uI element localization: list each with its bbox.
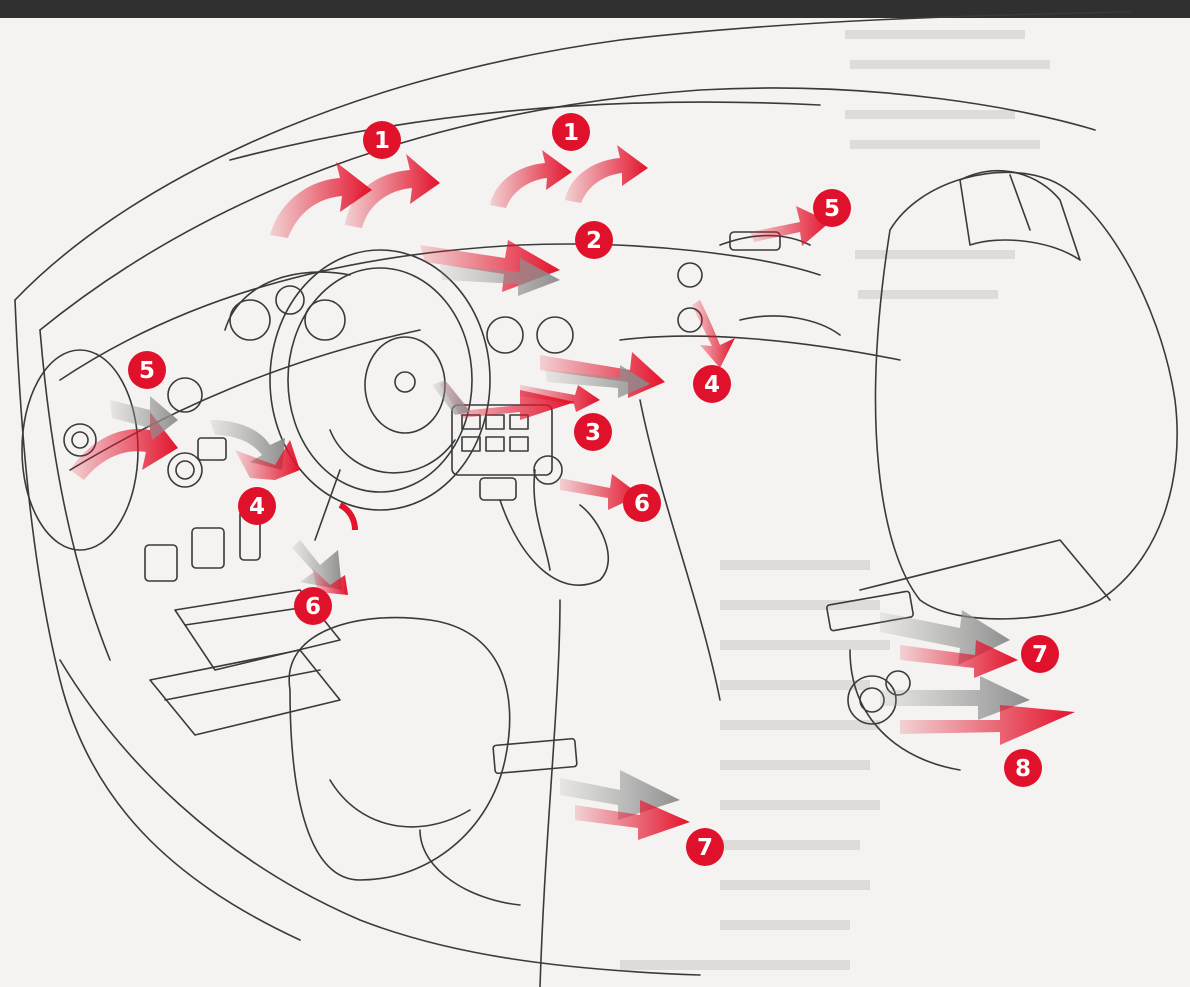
number-badges: 1 1 2 3 4 4 5 5 (128, 113, 1059, 866)
airflow-arrow-1b (345, 154, 440, 228)
badge-4-left: 4 (238, 487, 276, 525)
airflow-arrow-4a (210, 420, 285, 470)
airflow-arrow-8 (880, 676, 1030, 720)
badge-7-bottom-label: 7 (697, 835, 713, 861)
badge-6-left-label: 6 (305, 594, 321, 620)
bleed-through-texture (620, 30, 1050, 970)
top-edge-strip (0, 0, 1190, 18)
badge-1-left: 1 (363, 121, 401, 159)
badge-5-right: 5 (813, 189, 851, 227)
airflow-arrow-1d (565, 145, 648, 203)
badge-2-label: 2 (586, 228, 602, 254)
airflow-arrow-6a (292, 540, 342, 590)
badge-6-left: 6 (294, 587, 332, 625)
badge-6-right-label: 6 (634, 491, 650, 517)
airflow-arrows (70, 145, 1075, 840)
badge-1-right-label: 1 (563, 120, 579, 146)
badge-5-right-label: 5 (824, 196, 840, 222)
badge-7-right-label: 7 (1032, 642, 1048, 668)
airflow-arrow-6b (560, 474, 640, 510)
badge-5-left-label: 5 (139, 358, 155, 384)
airflow-arrow-3 (440, 380, 575, 420)
badge-4-left-label: 4 (249, 494, 265, 520)
badge-8: 8 (1004, 749, 1042, 787)
airflow-arrow-4b (692, 300, 735, 368)
badge-3: 3 (574, 413, 612, 451)
badge-4-right-label: 4 (704, 372, 720, 398)
airflow-arrow-1a (270, 162, 372, 238)
badge-1-right: 1 (552, 113, 590, 151)
badge-1-left-label: 1 (374, 128, 390, 154)
badge-6-right: 6 (623, 484, 661, 522)
badge-8-label: 8 (1015, 756, 1031, 782)
airflow-arrow-1c (490, 150, 572, 208)
airflow-arrow-5b (750, 206, 830, 246)
badge-2: 2 (575, 221, 613, 259)
badge-7-right: 7 (1021, 635, 1059, 673)
interior-line-art (14, 11, 1178, 987)
badge-7-bottom: 7 (686, 828, 724, 866)
badge-4-right: 4 (693, 365, 731, 403)
badge-5-left: 5 (128, 351, 166, 389)
badge-3-label: 3 (585, 420, 601, 446)
